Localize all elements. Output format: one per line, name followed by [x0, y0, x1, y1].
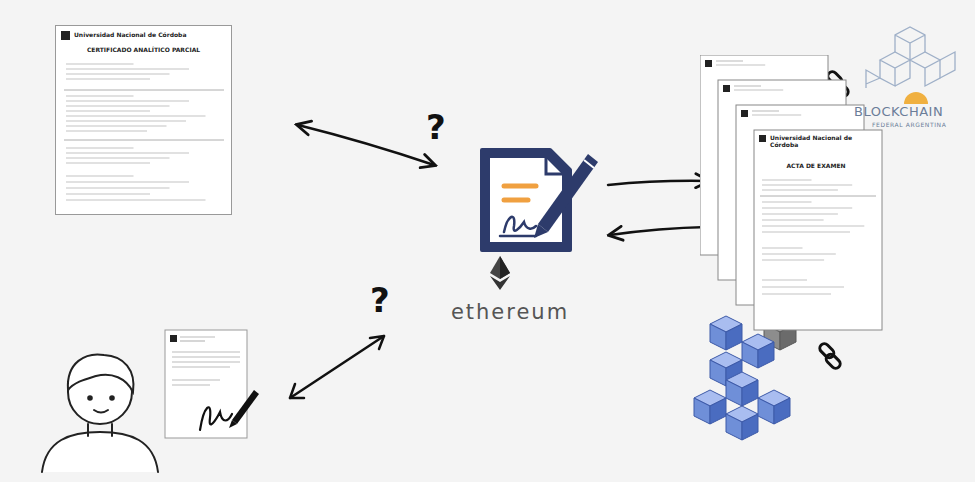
signed-document [165, 330, 259, 438]
connector-arrow [298, 125, 434, 165]
person-figure [42, 354, 158, 472]
institution-name: Universidad Nacional de Córdoba [770, 134, 874, 148]
question-mark: ? [370, 280, 390, 320]
ethereum-logo [490, 256, 510, 290]
document-stack [700, 55, 885, 335]
connector-arrow [610, 227, 708, 235]
bfa-logo [866, 27, 955, 104]
platform-name: ethereum [420, 300, 600, 324]
document-node: Universidad Nacional de CórdobaCERTIFICA… [55, 25, 232, 215]
document-title: CERTIFICADO ANALÍTICO PARCIAL [62, 46, 225, 53]
block-cubes [694, 316, 796, 440]
connector-arrow [608, 181, 708, 185]
document-title: ACTA DE EXAMEN [758, 162, 874, 169]
document-node: Universidad Nacional de CórdobaACTA DE E… [700, 55, 885, 335]
institution-name: Universidad Nacional de Córdoba [74, 31, 225, 38]
ethereum-node: ethereum [420, 140, 600, 340]
edge-label: ? [426, 107, 446, 147]
chain-icon [818, 342, 842, 370]
logo-subtext: FEDERAL ARGENTINA [872, 121, 946, 128]
front-document: Universidad Nacional de CórdobaACTA DE E… [770, 134, 874, 169]
person-arrow [290, 336, 384, 398]
logo-text: BLOCKCHAIN [854, 104, 943, 119]
document-content [56, 26, 233, 216]
